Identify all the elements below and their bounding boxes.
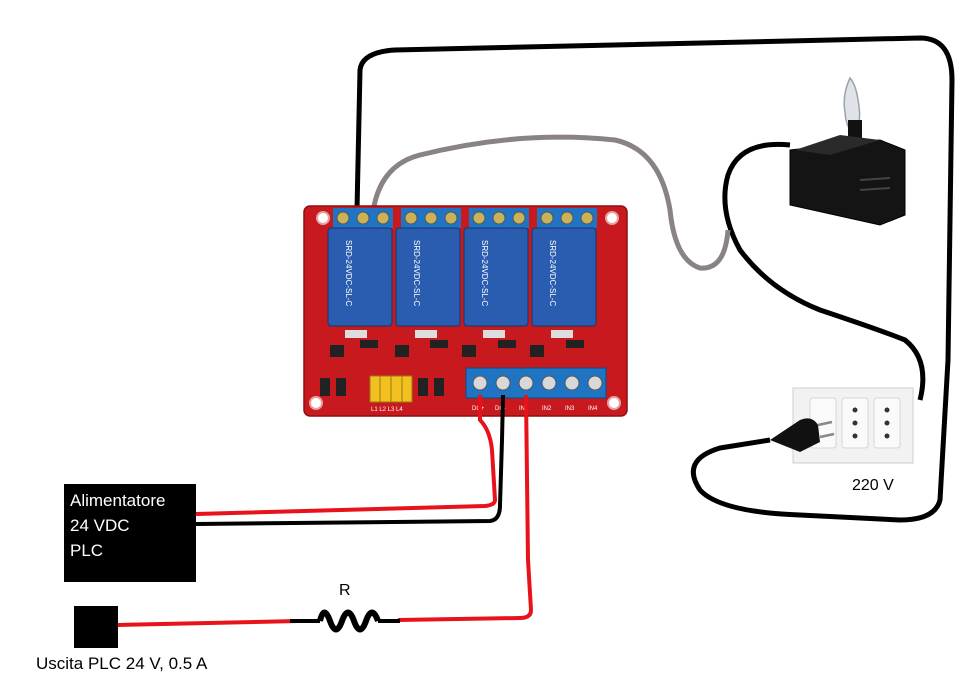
relay-1-label: SRD-24VDC-SL-C [344, 240, 353, 306]
relay-board: SRD-24VDC-SL-C SRD-24VDC-SL-C SRD-24VDC-… [303, 205, 628, 417]
power-supply-line-2: 24 VDC [70, 516, 130, 535]
relay-3-label: SRD-24VDC-SL-C [480, 240, 489, 306]
plc-output-label: Uscita PLC 24 V, 0.5 A [36, 654, 208, 673]
power-supply-box: Alimentatore 24 VDC PLC [64, 484, 196, 582]
terminal-in2: IN2 [542, 406, 552, 412]
relay-4: SRD-24VDC-SL-C [531, 227, 597, 327]
red-wire-plc-out [117, 619, 299, 627]
relay-3: SRD-24VDC-SL-C [463, 227, 529, 327]
gray-wire [370, 134, 731, 271]
relay-2: SRD-24VDC-SL-C [395, 227, 461, 327]
power-plug [770, 418, 835, 452]
jumper-labels: L1 L2 L3 L4 [371, 407, 403, 413]
relay-2-label: SRD-24VDC-SL-C [412, 240, 421, 306]
top-terminals [333, 208, 597, 228]
mains-black-wire [354, 35, 955, 523]
terminal-in1: IN1 [519, 406, 529, 412]
jumper-block: L1 L2 L3 L4 [369, 375, 413, 413]
plc-output-block [74, 606, 118, 648]
terminal-in4: IN4 [588, 406, 598, 412]
black-wire-dc-minus [195, 394, 505, 526]
relay-1: SRD-24VDC-SL-C [327, 227, 393, 327]
red-wire-in1 [397, 394, 534, 622]
power-supply-line-3: PLC [70, 541, 104, 560]
resistor-label: R [339, 582, 351, 599]
mains-voltage-label: 220 V [852, 477, 894, 494]
board-components [320, 330, 584, 396]
terminal-in3: IN3 [565, 406, 575, 412]
pump-black-cable [722, 141, 926, 401]
water-pump [789, 76, 906, 226]
red-wire-dc-plus [195, 395, 498, 516]
input-terminal-block: DC+ DC- IN1 IN2 IN3 IN4 [465, 367, 607, 412]
resistor [290, 609, 400, 633]
terminal-dc-minus: DC- [495, 406, 506, 412]
power-supply-line-1: Alimentatore [70, 491, 166, 510]
power-supply-label: Alimentatore 24 VDC PLC [70, 488, 165, 563]
relay-4-label: SRD-24VDC-SL-C [548, 240, 557, 306]
